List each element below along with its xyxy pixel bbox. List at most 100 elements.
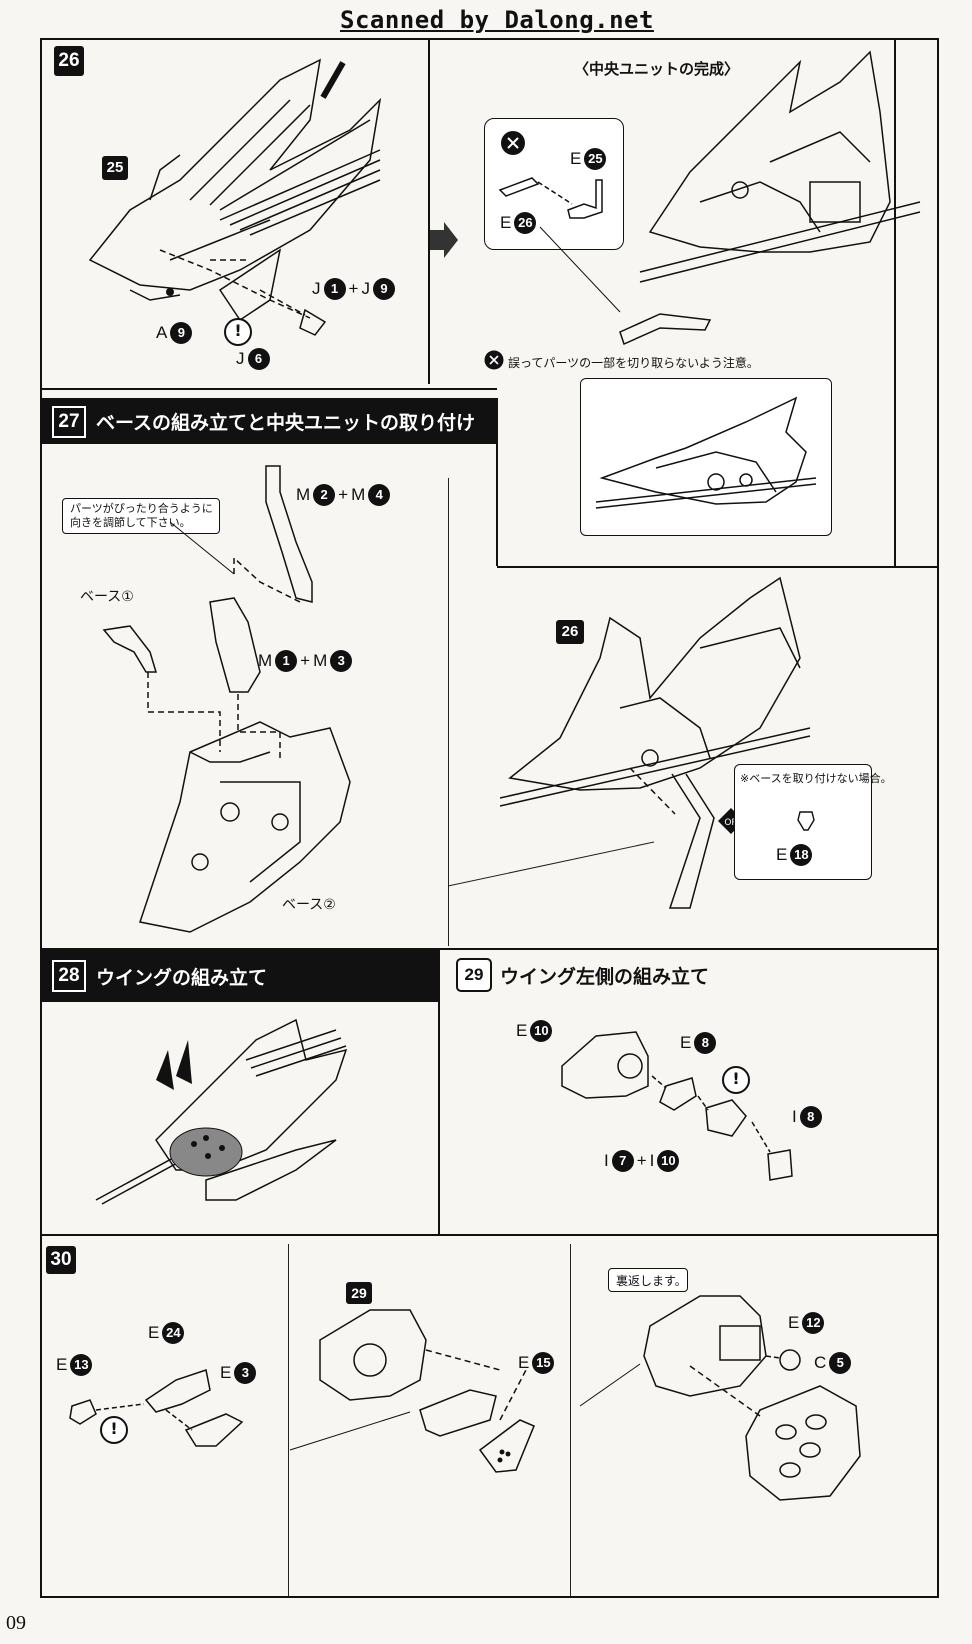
divider — [428, 38, 430, 384]
part-letter: I — [792, 1107, 797, 1126]
instruction-frame — [40, 38, 939, 1598]
part-number: 24 — [162, 1322, 185, 1344]
svg-text:OR: OR — [724, 818, 737, 828]
part-number: 4 — [368, 484, 391, 506]
divider — [894, 38, 896, 566]
flip-note: 裏返します。 — [616, 1274, 687, 1288]
part-number: 1 — [323, 278, 346, 300]
step-number: 28 — [52, 960, 86, 992]
part-number: 26 — [514, 212, 537, 234]
part-number: 13 — [70, 1354, 93, 1376]
part-number: 9 — [170, 322, 193, 344]
part-number: 10 — [657, 1150, 680, 1172]
step-number: 27 — [52, 406, 86, 438]
base-part-2-label: ベース② — [282, 897, 336, 913]
part-number: 2 — [313, 484, 336, 506]
part-letter: E — [148, 1323, 160, 1342]
warning-icon: ! — [224, 318, 252, 346]
part-letter: E — [220, 1363, 232, 1382]
part-label-c5: C 5 — [814, 1352, 852, 1374]
flip-note-box — [608, 1268, 688, 1292]
divider — [496, 398, 498, 566]
part-number: 7 — [611, 1150, 634, 1172]
part-label-m2-m4: M 2 + M 4 — [296, 484, 391, 506]
part-label-e12: E 12 — [788, 1312, 825, 1334]
warning-icon: ! — [722, 1066, 750, 1094]
part-letter: E — [776, 845, 788, 864]
part-letter: M — [313, 651, 328, 670]
part-number: 9 — [372, 278, 395, 300]
next-arrow-icon — [430, 222, 458, 258]
part-label-e10: E 10 — [516, 1020, 553, 1042]
part-label-j1-j9: J 1 + J 9 — [312, 278, 395, 300]
part-letter: C — [814, 1353, 827, 1372]
part-number: 18 — [790, 844, 813, 866]
divider — [40, 388, 497, 390]
part-label-e18: E 18 — [776, 844, 813, 866]
part-number: 8 — [694, 1032, 717, 1054]
caution-icon — [484, 350, 504, 370]
step-title: ウイングの組み立て — [96, 967, 268, 989]
divider — [40, 1234, 939, 1236]
part-letter: I — [604, 1151, 609, 1170]
divider — [570, 1244, 571, 1596]
part-letter: E — [680, 1033, 692, 1052]
watermark: Scanned by Dalong.net — [340, 6, 654, 34]
adjust-note: パーツがぴったり合うように 向きを調節して下さい。 — [70, 502, 213, 529]
part-letter: A — [156, 323, 168, 342]
wing-illustration — [95, 1018, 348, 1205]
part-label-i8: I 8 — [792, 1106, 822, 1128]
divider — [438, 948, 440, 1234]
part-label-e15: E 15 — [518, 1352, 555, 1374]
completed-unit-title: 〈中央ユニットの完成〉 — [574, 60, 740, 78]
part-label-j6: J 6 — [236, 348, 270, 370]
step-number: 26 — [54, 46, 84, 76]
unit-on-base-illustration — [499, 576, 811, 909]
step-number: 29 — [456, 958, 492, 992]
inset-parts-drawing — [498, 177, 603, 219]
no-base-note: ※ベースを取り付けない場合。 — [740, 772, 892, 785]
plus-sign: + — [636, 1151, 647, 1170]
step26-illustration — [88, 58, 382, 336]
divider — [497, 566, 939, 568]
divider — [448, 478, 449, 946]
part-number: 25 — [584, 148, 607, 170]
plus-sign: + — [300, 651, 311, 670]
part-letter: E — [570, 149, 582, 168]
part-label-e13: E 13 — [56, 1354, 93, 1376]
part-letter: E — [516, 1021, 528, 1040]
step27-header: 27 ベースの組み立てと中央ユニットの取り付け — [40, 398, 497, 444]
divider — [288, 1244, 289, 1596]
reference-badge: 26 — [556, 620, 584, 644]
step-title: ウイング左側の組み立て — [500, 966, 710, 988]
part-letter: M — [296, 485, 311, 504]
part-number: 3 — [234, 1362, 257, 1384]
reference-badge: 29 — [346, 1282, 372, 1304]
side-view-inset — [580, 378, 832, 536]
part-letter: E — [518, 1353, 530, 1372]
warning-icon: ! — [100, 1416, 128, 1444]
wing-left-parts-drawing — [561, 1031, 793, 1181]
part-letter: E — [500, 213, 512, 232]
reference-badge: 25 — [102, 156, 128, 180]
part-label-e26: E 26 — [500, 212, 537, 234]
part-letter: M — [351, 485, 366, 504]
step30-parts-c-drawing — [579, 1295, 861, 1501]
side-view-drawing — [595, 396, 817, 509]
step30-parts-a-drawing — [69, 1369, 244, 1447]
part-label-m1-m3: M 1 + M 3 — [258, 650, 353, 672]
part-label-a9: A 9 — [156, 322, 193, 344]
part-label-e25: E 25 — [570, 148, 607, 170]
step28-header: 28 ウイングの組み立て — [40, 950, 438, 1002]
part-e18-drawing — [797, 811, 815, 831]
plus-sign: + — [348, 279, 359, 298]
part-number: 1 — [275, 650, 298, 672]
divider-slant — [447, 841, 655, 887]
part-number: 8 — [799, 1106, 822, 1128]
part-number: 12 — [802, 1312, 825, 1334]
part-letter: J — [312, 279, 321, 298]
caution-text: 誤ってパーツの一部を切り取らないよう注意。 — [508, 356, 759, 370]
part-letter: I — [649, 1151, 655, 1170]
step30-parts-b-drawing — [289, 1309, 535, 1473]
page-number: 09 — [6, 1612, 26, 1634]
